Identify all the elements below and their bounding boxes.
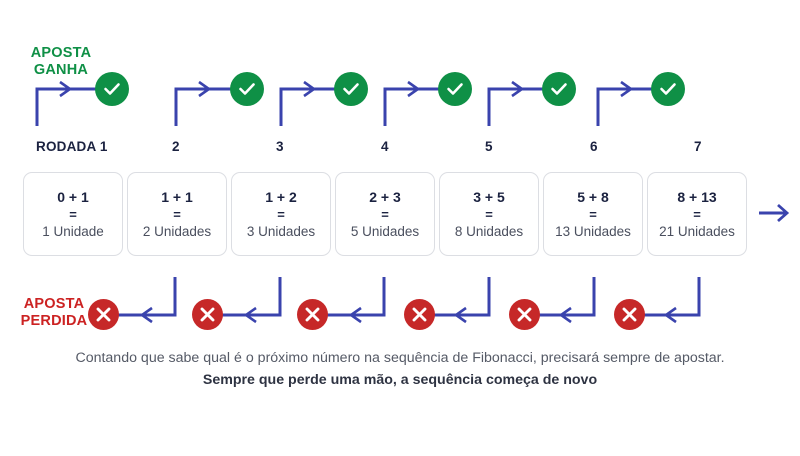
- round-card: 1 + 1 = 2 Unidades: [127, 172, 227, 256]
- round-label: RODADA 1: [36, 139, 108, 154]
- round-card: 8 + 13 = 21 Unidades: [647, 172, 747, 256]
- check-circle-icon: [95, 72, 129, 106]
- check-circle-icon: [542, 72, 576, 106]
- x-circle-icon: [297, 299, 328, 330]
- card-equals: =: [589, 206, 597, 222]
- check-circle-icon: [438, 72, 472, 106]
- card-sum: 1 + 1: [161, 188, 193, 205]
- loss-label-line-2: PERDIDA: [20, 313, 88, 329]
- x-circle-icon: [192, 299, 223, 330]
- card-equals: =: [173, 206, 181, 222]
- check-circle-icon: [230, 72, 264, 106]
- card-sum: 3 + 5: [473, 188, 505, 205]
- card-units: 21 Unidades: [659, 223, 735, 239]
- check-circle-icon: [651, 72, 685, 106]
- card-sum: 0 + 1: [57, 188, 89, 205]
- loss-label-line-1: APOSTA: [23, 296, 85, 312]
- round-card: 1 + 2 = 3 Unidades: [231, 172, 331, 256]
- card-units: 1 Unidade: [42, 223, 104, 239]
- round-label: 5: [485, 139, 493, 154]
- card-units: 3 Unidades: [246, 223, 316, 239]
- card-equals: =: [693, 206, 701, 222]
- card-units: 2 Unidades: [142, 223, 212, 239]
- card-units: 13 Unidades: [555, 223, 631, 239]
- win-label-line-1: APOSTA: [30, 45, 92, 61]
- round-card: 2 + 3 = 5 Unidades: [335, 172, 435, 256]
- round-card: 5 + 8 = 13 Unidades: [543, 172, 643, 256]
- x-circle-icon: [614, 299, 645, 330]
- x-circle-icon: [88, 299, 119, 330]
- round-card: 0 + 1 = 1 Unidade: [23, 172, 123, 256]
- round-label: 4: [381, 139, 389, 154]
- caption-line-2: Sempre que perde uma mão, a sequência co…: [202, 372, 598, 388]
- round-label: 2: [172, 139, 180, 154]
- card-equals: =: [381, 206, 389, 222]
- card-equals: =: [277, 206, 285, 222]
- round-label: 7: [694, 139, 702, 154]
- win-label-line-2: GANHA: [33, 62, 89, 78]
- card-sum: 2 + 3: [369, 188, 401, 205]
- card-sum: 1 + 2: [265, 188, 297, 205]
- card-sum: 5 + 8: [577, 188, 609, 205]
- check-circle-icon: [334, 72, 368, 106]
- card-units: 5 Unidades: [350, 223, 420, 239]
- card-equals: =: [69, 206, 77, 222]
- x-circle-icon: [404, 299, 435, 330]
- card-units: 8 Unidades: [454, 223, 524, 239]
- caption-line-1: Contando que sabe qual é o próximo númer…: [75, 350, 725, 366]
- round-label: 6: [590, 139, 598, 154]
- win-label: APOSTA GANHA: [24, 45, 98, 79]
- x-circle-icon: [509, 299, 540, 330]
- card-sum: 8 + 13: [677, 188, 717, 205]
- loss-label: APOSTA PERDIDA: [12, 296, 96, 330]
- round-card: 3 + 5 = 8 Unidades: [439, 172, 539, 256]
- round-label: 3: [276, 139, 284, 154]
- card-equals: =: [485, 206, 493, 222]
